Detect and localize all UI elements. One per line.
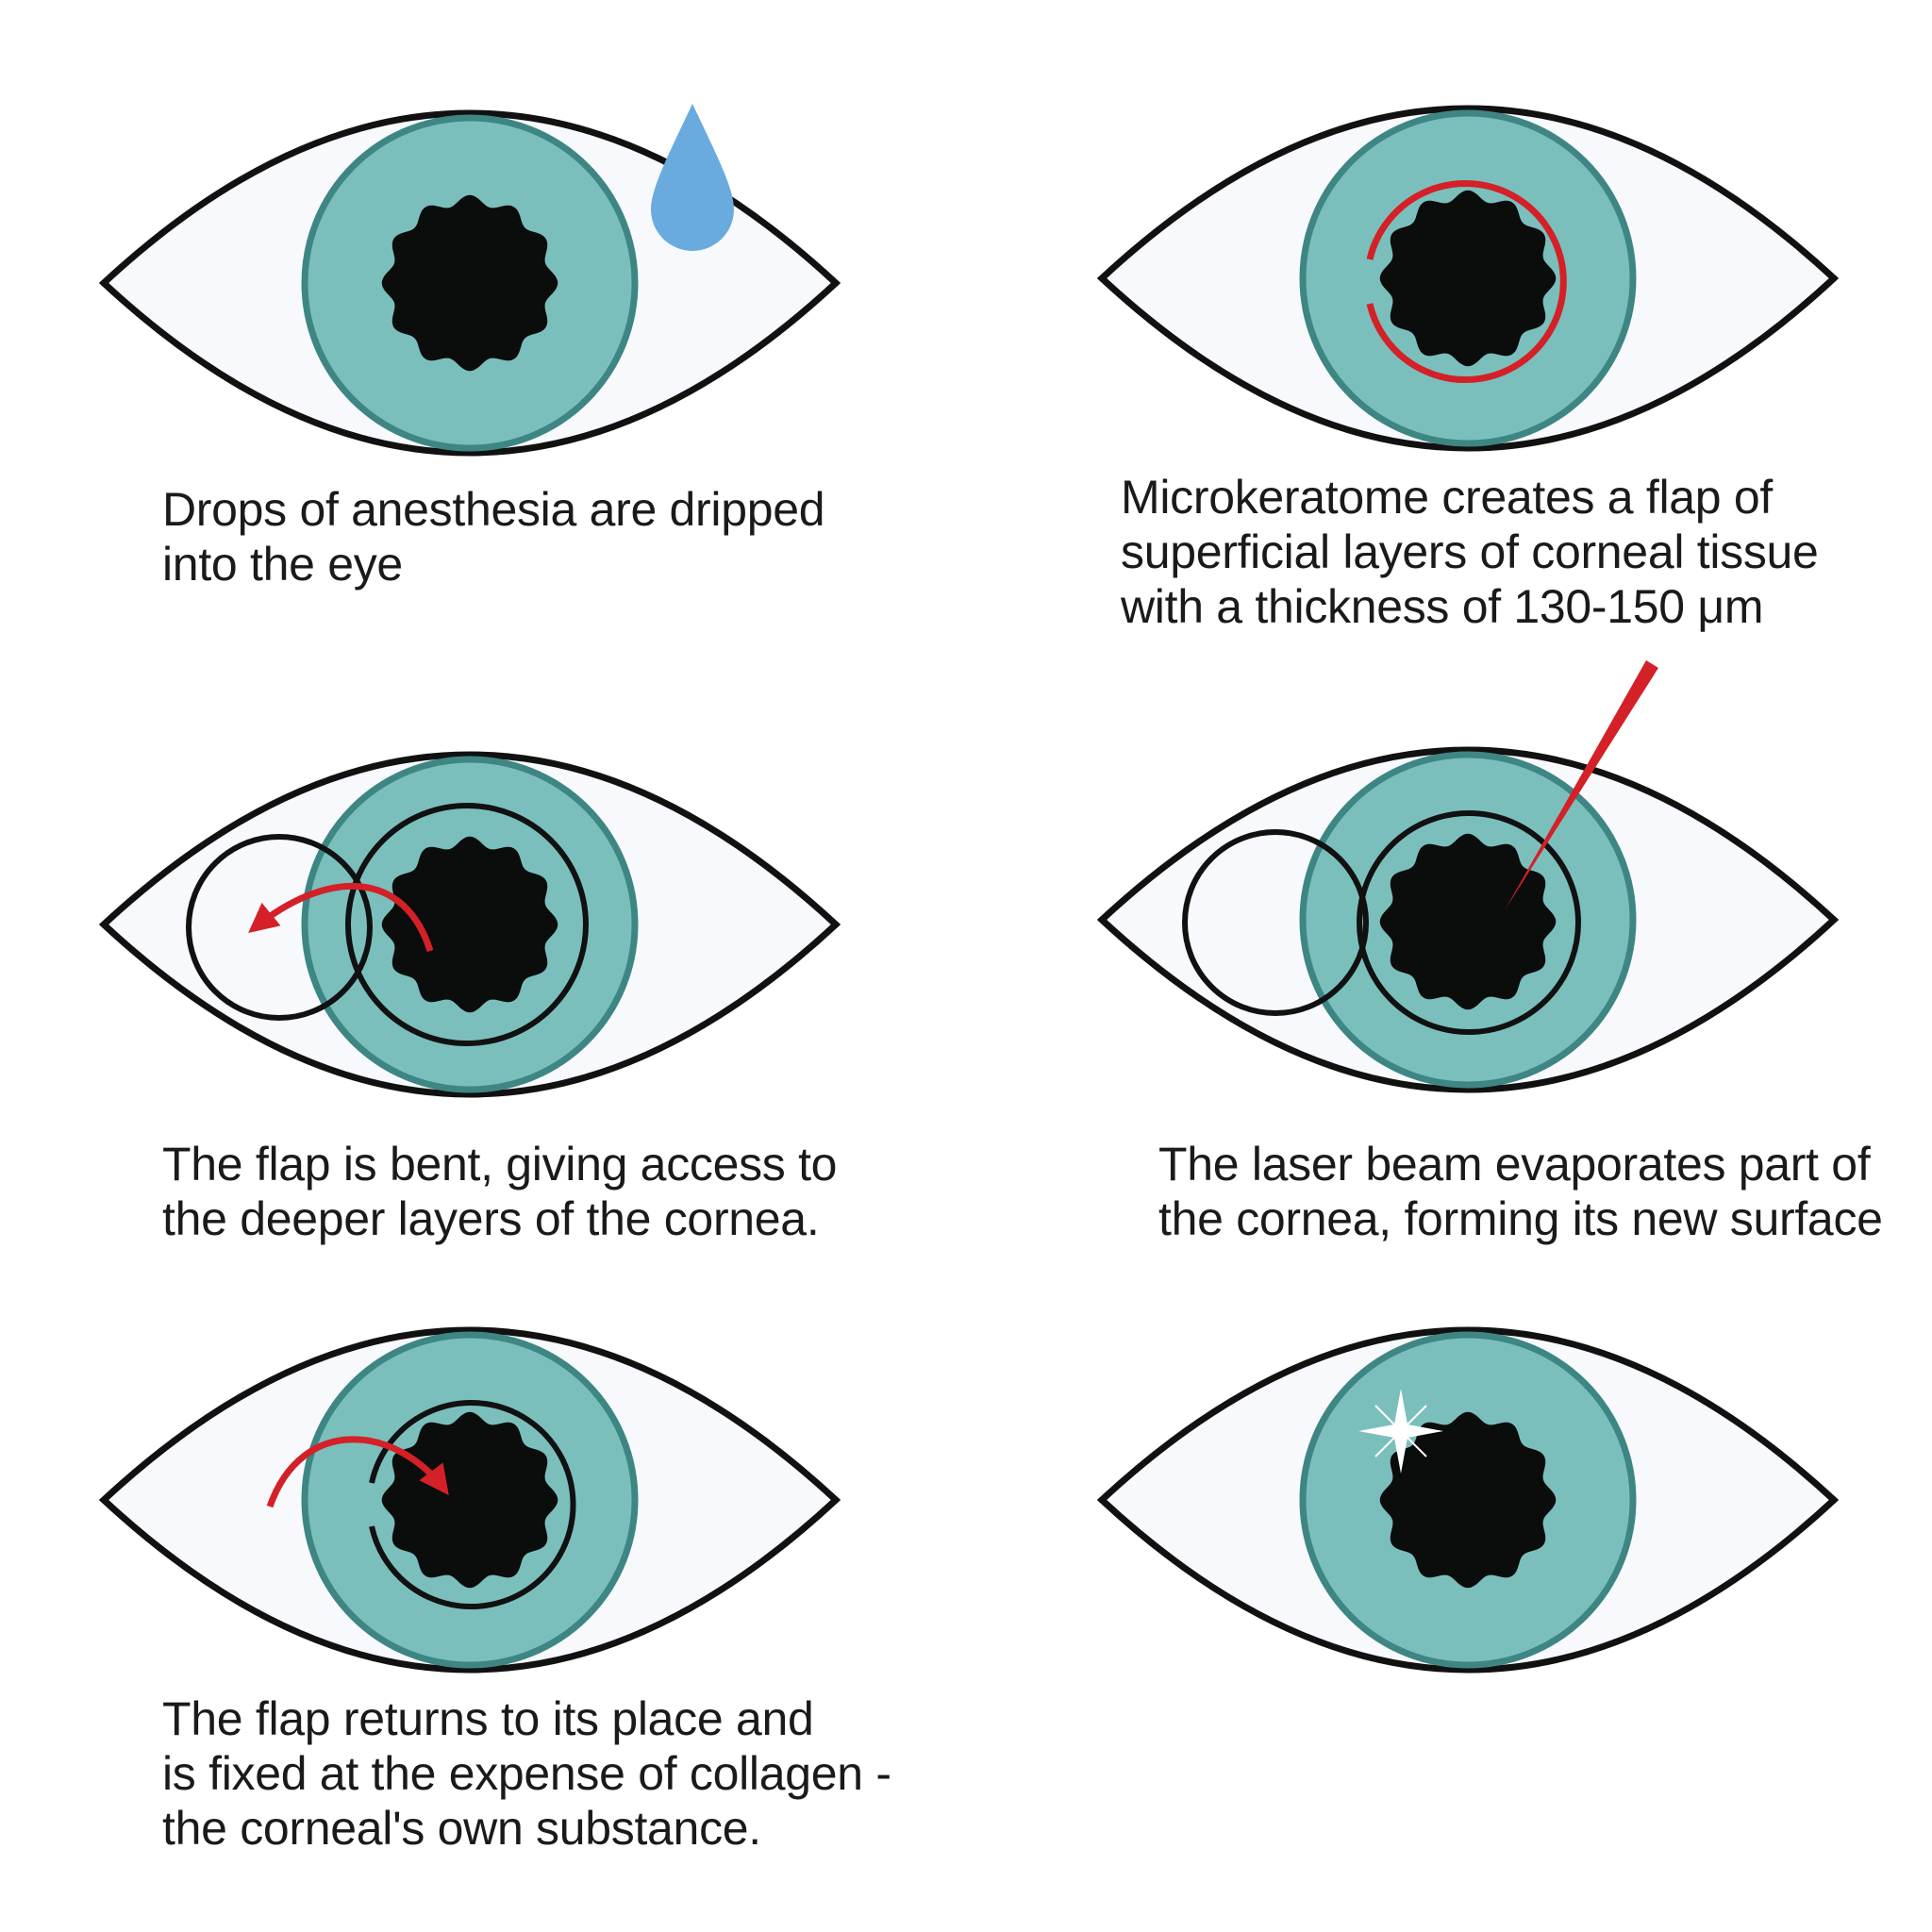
step-1-caption: Drops of anesthesia are dripped into the… <box>162 482 825 591</box>
caption-line: into the eye <box>162 538 403 591</box>
eye-step-3 <box>98 751 841 1098</box>
pupil <box>1379 833 1557 1010</box>
flap-fold-arrow <box>248 882 434 953</box>
caption-line: Microkeratome creates a flap of <box>1121 471 1773 524</box>
folded-flap <box>1182 829 1369 1016</box>
eye-step-4 <box>1096 660 1840 1093</box>
pupil <box>1379 190 1557 367</box>
caption-line: with a thickness of 130-150 μm <box>1121 580 1764 633</box>
caption-line: superficial layers of corneal tissue <box>1121 525 1819 578</box>
step-5-caption: The flap returns to its place and is fix… <box>162 1691 891 1856</box>
step-3-caption: The flap is bent, giving access to the d… <box>162 1137 838 1246</box>
laser-beam <box>1505 660 1658 910</box>
caption-line: Drops of anesthesia are dripped <box>162 483 825 536</box>
caption-line: the cornea, forming its new surface <box>1158 1192 1883 1245</box>
caption-line: The flap returns to its place and <box>162 1692 814 1745</box>
flap-return-arrow <box>266 1436 449 1508</box>
folded-flap <box>186 834 373 1021</box>
caption-line: the deeper layers of the cornea. <box>162 1192 820 1245</box>
pupil <box>381 1411 558 1589</box>
flap-incision-line <box>1366 180 1567 383</box>
step-4-caption: The laser beam evaporates part of the co… <box>1158 1137 1883 1246</box>
sparkle-icon <box>1358 1389 1443 1474</box>
anesthesia-drop-icon <box>651 104 734 251</box>
pupil <box>381 194 558 372</box>
step-2-caption: Microkeratome creates a flap of superfic… <box>1121 470 1819 634</box>
caption-line: the corneal's own substance. <box>162 1802 761 1855</box>
eye-step-1 <box>98 104 841 457</box>
pupil <box>1379 1411 1557 1589</box>
caption-line: is fixed at the expense of collagen - <box>162 1747 891 1800</box>
eye-step-2 <box>1096 105 1840 452</box>
eye-step-5 <box>98 1326 841 1674</box>
corneal-bed-ring <box>1357 810 1581 1035</box>
replaced-flap-ring <box>369 1400 576 1609</box>
caption-line: The laser beam evaporates part of <box>1158 1138 1871 1191</box>
eye-step-6 <box>1096 1326 1840 1674</box>
caption-line: The flap is bent, giving access to <box>162 1138 838 1191</box>
corneal-bed-ring <box>345 803 589 1046</box>
pupil <box>381 836 558 1013</box>
